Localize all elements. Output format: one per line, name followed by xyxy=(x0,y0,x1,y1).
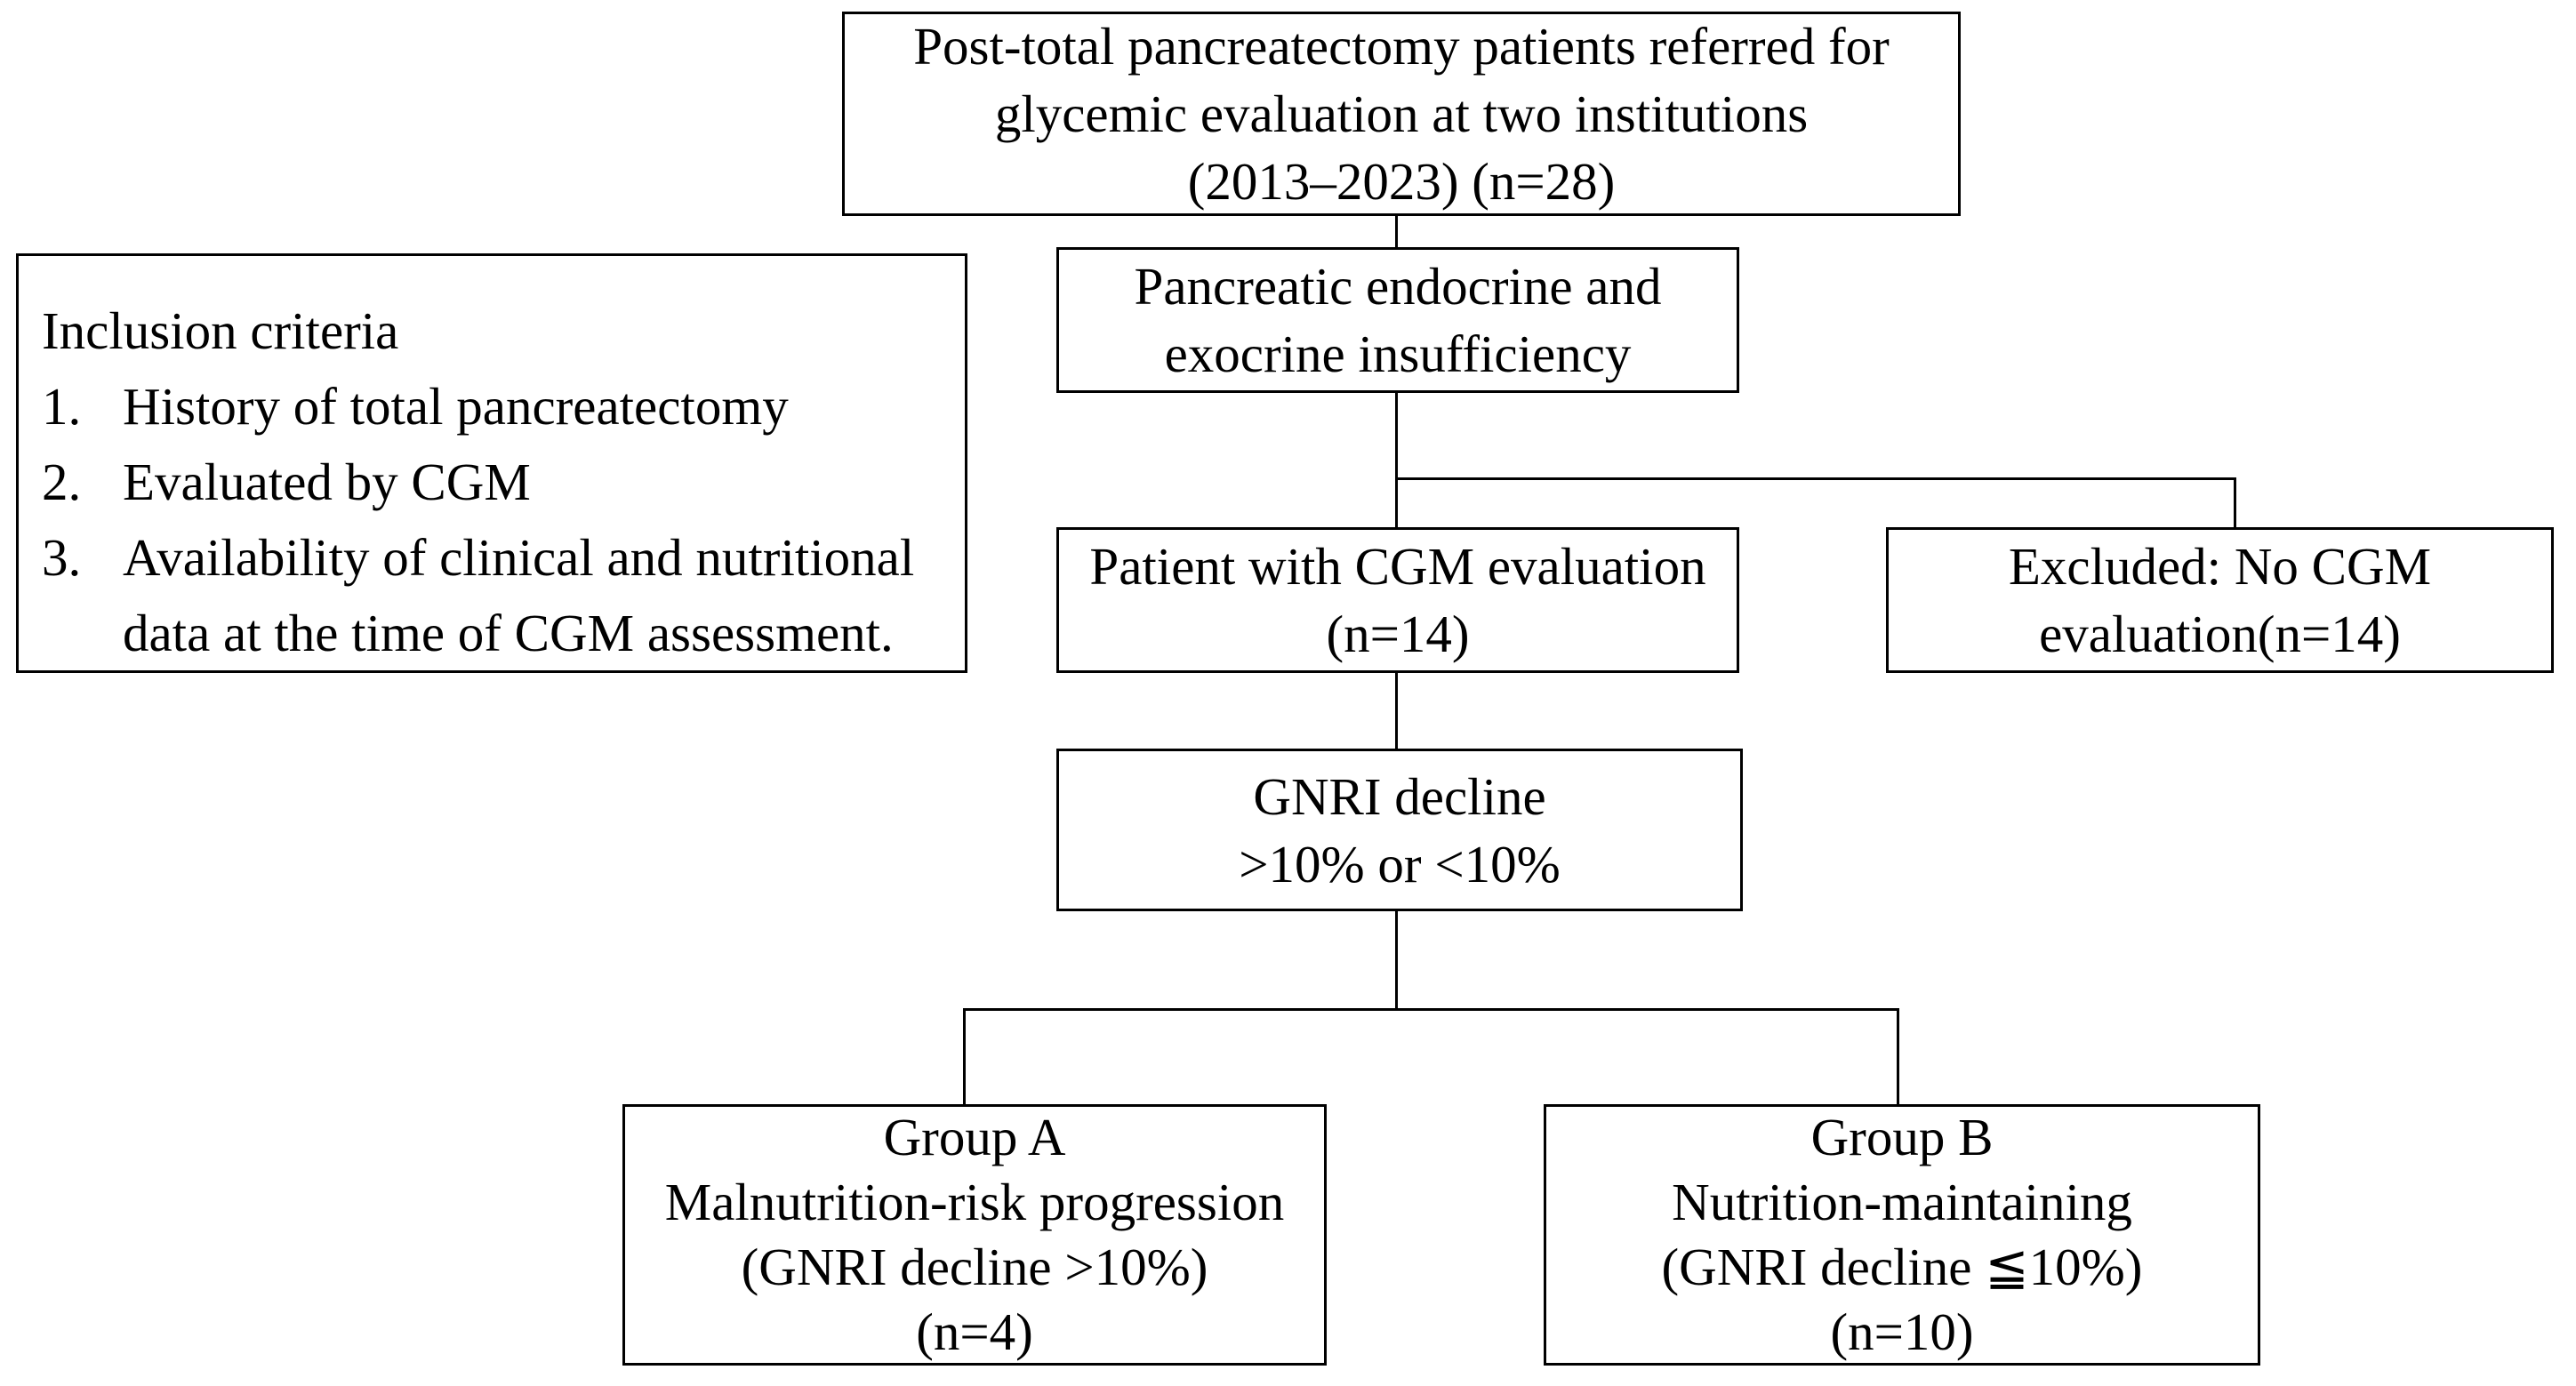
box-cgm-evaluated: Patient with CGM evaluation (n=14) xyxy=(1056,527,1739,673)
box-pancreatic-insufficiency: Pancreatic endocrine and exocrine insuff… xyxy=(1056,247,1739,393)
group-b-line-2: Nutrition-maintaining xyxy=(1672,1173,2132,1231)
group-a-line-2: Malnutrition-risk progression xyxy=(664,1173,1285,1231)
connector-split-horizontal xyxy=(963,1008,1899,1011)
connector-split-to-group-a xyxy=(963,1008,966,1106)
connector-referral-to-insufficiency xyxy=(1395,216,1398,250)
connector-split-to-group-b xyxy=(1897,1008,1899,1106)
connector-gnri-to-split xyxy=(1395,911,1398,1011)
group-b-line-1: Group B xyxy=(1810,1108,1994,1166)
excluded-line-1: Excluded: No CGM xyxy=(2008,537,2432,596)
connector-cgm-to-gnri xyxy=(1395,673,1398,750)
inclusion-item-3-number: 3. xyxy=(42,528,82,587)
box-gnri-decline: GNRI decline >10% or <10% xyxy=(1056,749,1743,911)
group-b-line-4: (n=10) xyxy=(1830,1302,1974,1361)
group-a-line-3: (GNRI decline >10%) xyxy=(741,1238,1208,1296)
inclusion-item-2-number: 2. xyxy=(42,453,82,511)
group-a-line-1: Group A xyxy=(883,1108,1066,1166)
inclusion-item-1: 1. History of total pancreatectomy xyxy=(42,369,952,445)
box-inclusion-criteria: Inclusion criteria 1. History of total p… xyxy=(16,253,967,673)
connector-insufficiency-to-cgm xyxy=(1395,393,1398,527)
inclusion-item-3-text-line-1: Availability of clinical and nutritional xyxy=(123,528,915,587)
gnri-line-1: GNRI decline xyxy=(1253,766,1546,826)
inclusion-item-1-text: History of total pancreatectomy xyxy=(123,377,789,436)
connector-branch-to-excluded-vertical xyxy=(2234,477,2236,529)
inclusion-item-1-number: 1. xyxy=(42,377,82,436)
cgm-evaluated-line-1: Patient with CGM evaluation xyxy=(1089,537,1706,596)
box-referral-population: Post-total pancreatectomy patients refer… xyxy=(842,12,1961,216)
inclusion-item-3-text-line-2: data at the time of CGM assessment. xyxy=(123,604,894,662)
connector-branch-to-excluded-horizontal xyxy=(1395,477,2236,480)
inclusion-item-3: 3. Availability of clinical and nutritio… xyxy=(42,520,952,671)
insufficiency-line-1: Pancreatic endocrine and xyxy=(1134,257,1662,316)
inclusion-item-2-text: Evaluated by CGM xyxy=(123,453,531,511)
excluded-line-2: evaluation(n=14) xyxy=(2039,605,2401,663)
box-group-b: Group B Nutrition-maintaining (GNRI decl… xyxy=(1544,1104,2260,1366)
group-a-line-4: (n=4) xyxy=(916,1302,1033,1361)
box-group-a: Group A Malnutrition-risk progression (G… xyxy=(622,1104,1327,1366)
referral-line-2: glycemic evaluation at two institutions xyxy=(994,84,1809,143)
cgm-evaluated-line-2: (n=14) xyxy=(1326,605,1470,663)
inclusion-item-2: 2. Evaluated by CGM xyxy=(42,445,952,520)
group-b-line-3: (GNRI decline ≦10%) xyxy=(1661,1238,2143,1296)
gnri-line-2: >10% or <10% xyxy=(1239,834,1561,893)
box-excluded: Excluded: No CGM evaluation(n=14) xyxy=(1886,527,2554,673)
referral-line-3: (2013–2023) (n=28) xyxy=(1187,152,1616,211)
insufficiency-line-2: exocrine insufficiency xyxy=(1164,324,1632,383)
referral-line-1: Post-total pancreatectomy patients refer… xyxy=(913,17,1890,76)
inclusion-criteria-title: Inclusion criteria xyxy=(42,301,399,360)
